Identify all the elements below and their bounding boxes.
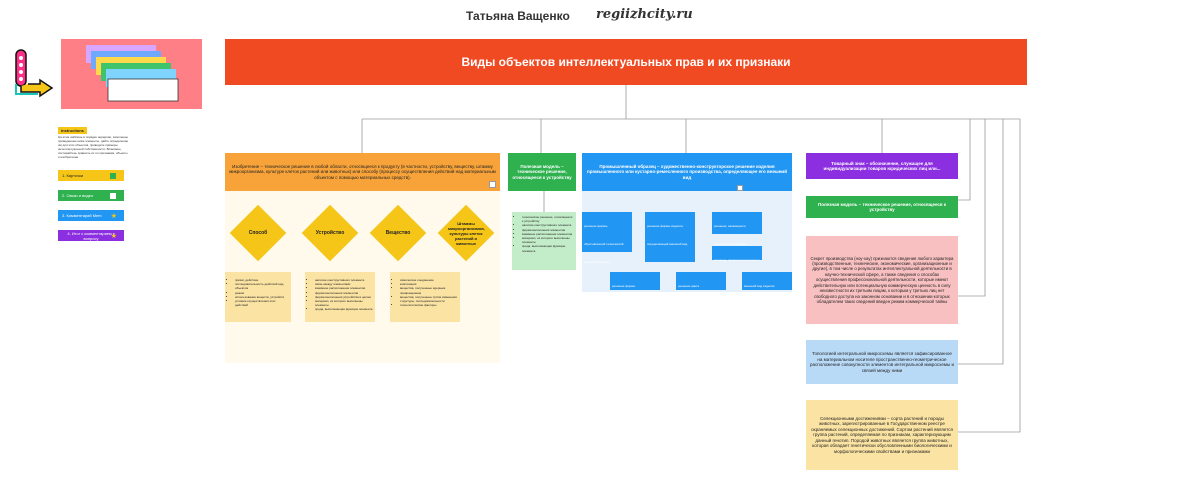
diamond-substance[interactable]: Вещество: [368, 203, 428, 263]
design-card[interactable]: решение, касающееся внешнего вида: [712, 246, 762, 280]
star-icon: ★: [110, 212, 117, 220]
design-card[interactable]: решение формы, обусловленной технической…: [582, 212, 632, 264]
breeding-card[interactable]: Селекционными достижениями – сорта расте…: [806, 400, 958, 470]
design-card[interactable]: решение формы изделия, определяющей внеш…: [645, 212, 695, 262]
list-card-substance[interactable]: химическое соединениекомпозициявещества,…: [390, 272, 460, 322]
step-card-1[interactable]: 1. Карточки: [58, 170, 124, 181]
instructions-text: На этом шаблоне в порядке иерархии, запо…: [58, 135, 129, 159]
diamond-strains[interactable]: Штаммы микроорганизмов, культуры клеток …: [436, 203, 496, 263]
pointer-arrow-icon: [12, 48, 54, 98]
diagram-title: Виды объектов интеллектуальных прав и их…: [225, 39, 1027, 85]
design-card[interactable]: решение, касающееся обеспечения комфорта: [712, 212, 762, 246]
list-card-method[interactable]: приём, действиепоследовательность действ…: [225, 272, 291, 322]
collapse-icon[interactable]: [489, 181, 496, 188]
preview-thumbnail[interactable]: [61, 39, 202, 109]
step-card-2[interactable]: 2. Связи и видео: [58, 190, 124, 201]
collapse-icon[interactable]: [737, 185, 743, 191]
utility-model-list[interactable]: техническое решение, относящееся к устро…: [512, 212, 576, 270]
list-card-device[interactable]: наличие конструктивного элементасвязь ме…: [305, 272, 375, 322]
check-icon: [110, 172, 116, 179]
design-card[interactable]: внешний вид изделия: [742, 272, 792, 290]
diamond-method[interactable]: Способ: [228, 203, 288, 263]
instructions-tag: Instructions: [58, 127, 87, 134]
author-name: Татьяна Ващенко: [466, 9, 570, 23]
star-icon: ★: [110, 232, 117, 240]
site-logo[interactable]: regiizhcity.ru: [596, 7, 693, 22]
design-card[interactable]: решение цвета: [676, 272, 726, 290]
step-card-3[interactable]: 3. Комментарий Mem ★: [58, 210, 124, 221]
trademark-card[interactable]: Товарный знак – обозначение, служащее дл…: [806, 153, 958, 179]
design-header[interactable]: Промышленный образец – художественно-кон…: [582, 153, 792, 191]
utility-model-header[interactable]: Полезная модель – техническое решение, о…: [508, 153, 576, 191]
square-icon: [110, 192, 116, 199]
utility-model-card[interactable]: Полезная модель – техническое решение, о…: [806, 196, 958, 218]
step-card-4[interactable]: 4. Итог с комментарием к вопросу ★: [58, 230, 124, 241]
invention-header[interactable]: Изобретение – техническое решение в любо…: [225, 153, 500, 191]
topology-card[interactable]: Топологией интегральной микросхемы являе…: [806, 340, 958, 384]
design-card[interactable]: решение формы: [610, 272, 660, 290]
diamond-device[interactable]: Устройство: [300, 203, 360, 263]
know-how-card[interactable]: Секрет производства (ноу-хау) признаются…: [806, 236, 958, 324]
